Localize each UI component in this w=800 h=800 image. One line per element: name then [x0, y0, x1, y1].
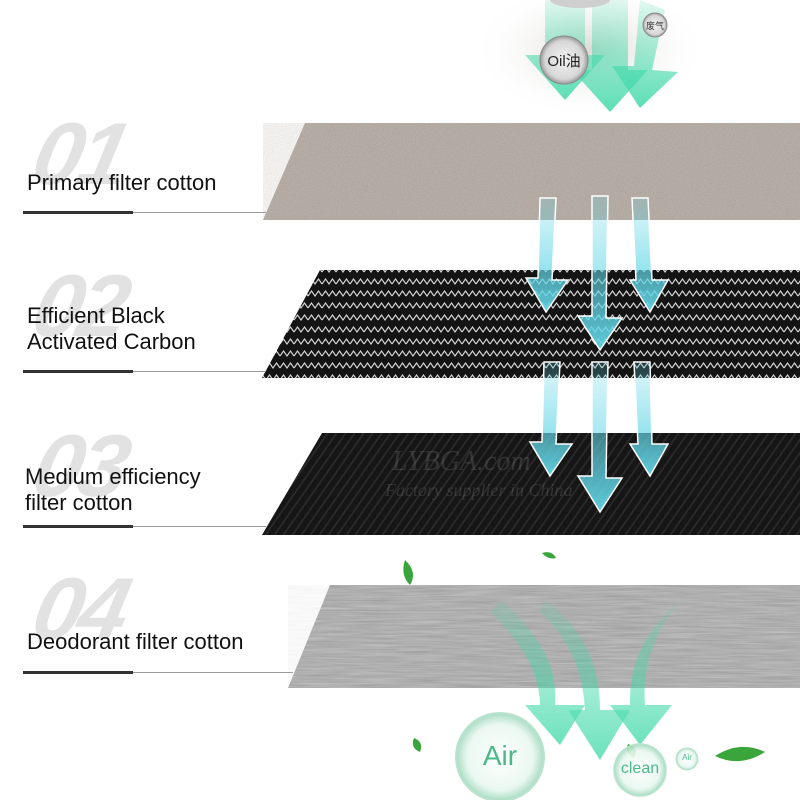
air-bubble-small — [675, 747, 699, 771]
air-bubble-large — [455, 712, 545, 800]
layer-3-sheet — [262, 433, 800, 535]
air-bubble-label: Air — [482, 740, 518, 771]
label-underline-extension — [133, 526, 266, 527]
watermark-brand: LYBGA.com — [392, 446, 531, 477]
oil-bubble-label: Oil油 — [547, 53, 581, 70]
label-underline-extension — [133, 672, 293, 673]
label-underline — [23, 525, 133, 528]
top-bubble-partial — [550, 0, 610, 8]
layer-label-line: Medium efficiency — [25, 464, 201, 489]
layer-label-line: Efficient Black — [27, 303, 165, 328]
layer-label-line: Primary filter cotton — [27, 170, 217, 195]
arrow-down-icon — [612, 0, 678, 108]
clean-bubble — [613, 743, 667, 797]
label-underline — [23, 211, 133, 214]
leaf-icon — [542, 552, 556, 559]
layer-2-sheet — [262, 270, 800, 378]
layer-label: Primary filter cotton — [27, 170, 217, 196]
layer-label: Efficient Black Activated Carbon — [27, 303, 196, 355]
layer-label: Deodorant filter cotton — [27, 629, 243, 655]
layer-label-line: filter cotton — [25, 490, 133, 515]
outgoing-arrows — [490, 600, 680, 760]
arrow-down-icon — [628, 361, 670, 478]
arrow-down-icon — [528, 361, 574, 478]
oil-bubble — [539, 35, 589, 85]
layer-label-line: Activated Carbon — [27, 329, 196, 354]
label-underline — [23, 370, 133, 373]
leaf-icon — [412, 738, 422, 752]
layer-1-sheet — [263, 123, 800, 220]
label-underline — [23, 671, 133, 674]
arrow-down-icon — [576, 361, 624, 514]
waste-gas-bubble-label: 废气 — [645, 21, 664, 31]
layer-label-line: Deodorant filter cotton — [27, 629, 244, 654]
clean-bubble-label: clean — [620, 760, 660, 777]
arrow-down-icon — [576, 195, 624, 352]
waste-gas-bubble — [642, 12, 668, 38]
airflow-arrows-cyan — [524, 195, 670, 514]
leaf-icon — [403, 560, 414, 585]
air-bubble-small-label: Air — [682, 753, 692, 762]
label-underline-extension — [133, 212, 266, 213]
layer-4-sheet — [288, 585, 800, 688]
leaf-icon — [715, 746, 765, 762]
arrow-down-icon — [628, 197, 670, 314]
watermark-tagline: Factory supplier in China — [385, 480, 573, 500]
label-underline-extension — [133, 371, 266, 372]
arrow-down-icon — [524, 197, 570, 314]
layer-label: Medium efficiency filter cotton — [25, 464, 201, 516]
